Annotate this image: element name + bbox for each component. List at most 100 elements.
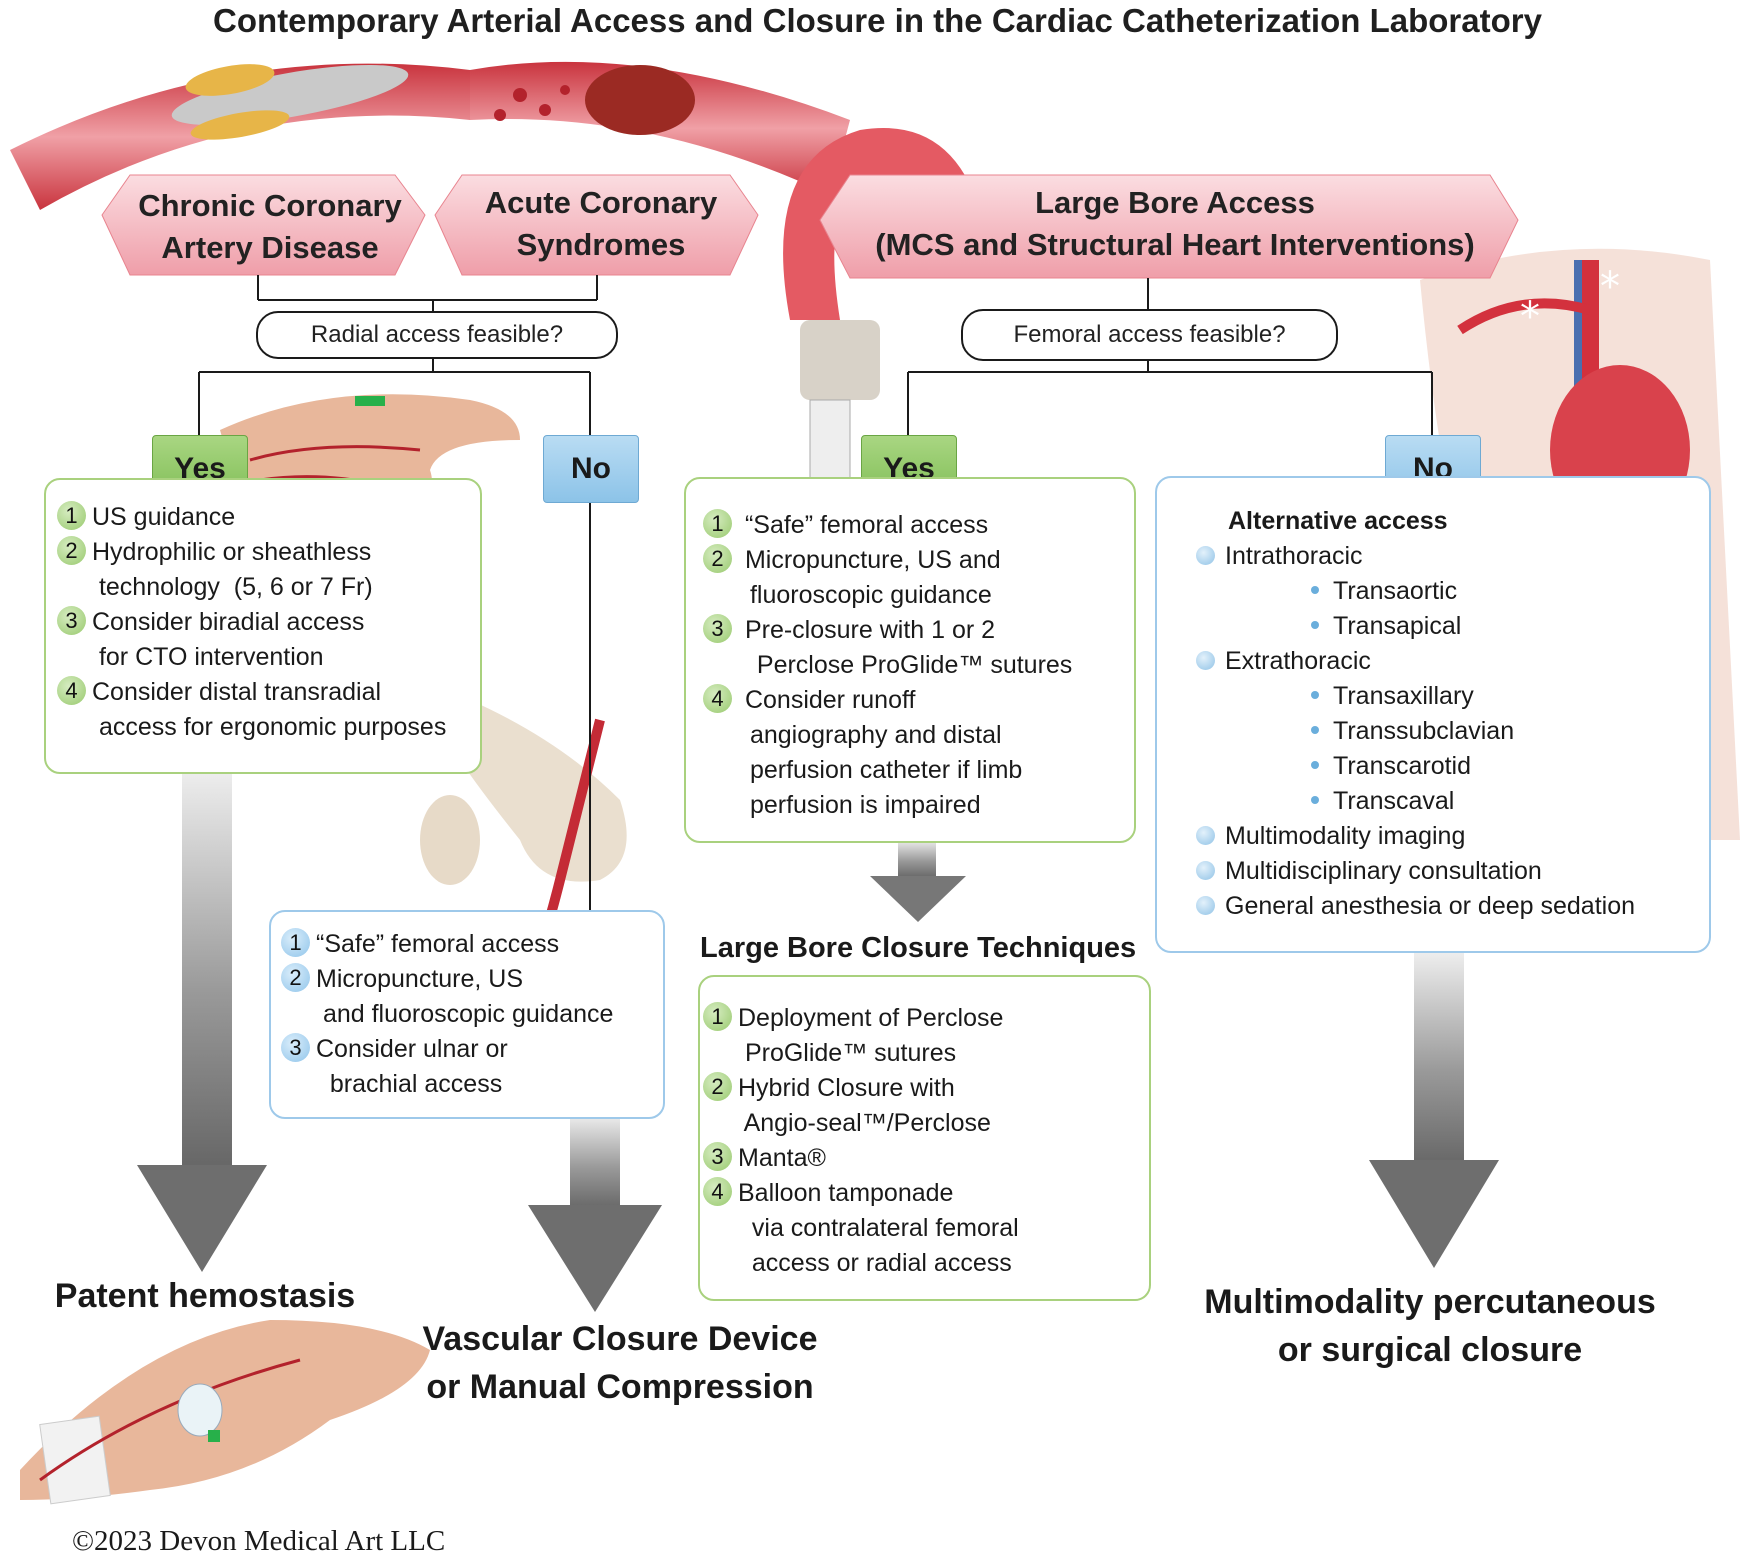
closure-item-cont: Angio-seal™/Perclose	[738, 1109, 991, 1137]
closure-box	[698, 975, 1151, 1301]
alt-sub-item: Transaortic	[1196, 574, 1635, 609]
outcome-multimodality-closure: Multimodality percutaneous or surgical c…	[1204, 1283, 1656, 1369]
radial-yes-item-text: US guidance	[92, 503, 236, 531]
femoral-yes-item-text: Micropuncture, US and	[744, 546, 1001, 574]
alt-sub-item-text: Transapical	[1333, 612, 1462, 640]
outcome-patent-hemostasis: Patent hemostasis	[54, 1277, 356, 1315]
femoral-yes-item-cont: perfusion is impaired	[743, 791, 981, 819]
closure-item-cont: ProGlide™ sutures	[738, 1039, 957, 1067]
category-acute: Acute Coronary Syndromes	[452, 182, 750, 266]
step-number: 3	[703, 614, 732, 643]
category-large-bore-label: Large Bore Access (MCS and Structural He…	[875, 185, 1475, 262]
step-number: 1	[57, 501, 86, 530]
artery-stent-illustration	[10, 63, 470, 210]
closure-item-text: Balloon tamponade	[738, 1179, 954, 1207]
closure-heading: Large Bore Closure Techniques	[700, 932, 1137, 964]
femoral-yes-box	[684, 477, 1136, 843]
closure-item-text: Hybrid Closure with	[738, 1074, 955, 1102]
step-number: 4	[57, 676, 86, 705]
alt-item: Multimodality imaging	[1196, 819, 1635, 854]
step-number: 2	[703, 1072, 732, 1101]
alt-extrathoracic: Extrathoracic	[1225, 647, 1371, 675]
radial-question: Radial access feasible?	[256, 311, 618, 359]
step-number: 4	[703, 684, 732, 713]
radial-no-item-text: Micropuncture, US	[316, 965, 524, 993]
femoral-yes-list: 1 “Safe” femoral access 2 Micropuncture,…	[703, 508, 1072, 823]
alt-sub-item: Transsubclavian	[1196, 714, 1635, 749]
femoral-yes-item: 4 Consider runoff	[703, 683, 1072, 718]
femoral-yes-item-cont: fluoroscopic guidance	[743, 581, 992, 609]
category-chronic: Chronic Coronary Artery Disease	[120, 185, 420, 269]
alt-item: Multidisciplinary consultation	[1196, 854, 1635, 889]
svg-text:*: *	[1600, 264, 1620, 310]
radial-yes-item-cont: access for ergonomic purposes	[92, 713, 447, 741]
dot-icon	[1311, 726, 1319, 734]
connector-lines-radial	[198, 275, 598, 910]
femoral-yes-item-text: “Safe” femoral access	[744, 511, 989, 539]
step-number: 3	[703, 1142, 732, 1171]
alt-sub-item: Transaxillary	[1196, 679, 1635, 714]
closure-item-cont: access or radial access	[738, 1249, 1012, 1277]
hex-large-bore	[819, 174, 1519, 279]
alt-sub-item-text: Transaortic	[1333, 577, 1458, 605]
alt-sub-item-text: Transcaval	[1333, 787, 1455, 815]
category-large-bore: Large Bore Access (MCS and Structural He…	[860, 182, 1490, 266]
bullet-icon	[1196, 861, 1215, 880]
alt-item: Intrathoracic	[1196, 539, 1635, 574]
step-number: 1	[703, 509, 732, 538]
alt-item-text: General anesthesia or deep sedation	[1225, 892, 1636, 920]
page-title: Contemporary Arterial Access and Closure…	[213, 2, 1542, 39]
bullet-icon	[1196, 826, 1215, 845]
step-number: 4	[703, 1177, 732, 1206]
closure-item-text: Manta®	[738, 1144, 826, 1172]
dot-icon	[1311, 761, 1319, 769]
closure-item-cont: via contralateral femoral	[738, 1214, 1019, 1242]
step-number: 2	[57, 536, 86, 565]
radial-no-item: 1“Safe” femoral access	[281, 927, 613, 962]
radial-yes-box	[44, 478, 482, 774]
dot-icon	[1311, 621, 1319, 629]
step-number: 3	[57, 606, 86, 635]
alt-sub-item: Transcaval	[1196, 784, 1635, 819]
alt-sub-item: Transcarotid	[1196, 749, 1635, 784]
arrow-closure	[870, 840, 966, 922]
alt-sub-item-text: Transaxillary	[1333, 682, 1474, 710]
femoral-yes-item-cont: perfusion catheter if limb	[743, 756, 1023, 784]
alt-sub-item: Transapical	[1196, 609, 1635, 644]
radial-yes-item-cont: for CTO intervention	[92, 643, 324, 671]
femoral-yes-item-cont: Perclose ProGlide™ sutures	[743, 651, 1073, 679]
femoral-yes-item: 2 Micropuncture, US and	[703, 543, 1072, 578]
svg-text:*: *	[1520, 294, 1540, 340]
femoral-no-box	[1155, 476, 1711, 953]
alt-sub-item-text: Transsubclavian	[1333, 717, 1515, 745]
radial-no-item-cont: and fluoroscopic guidance	[316, 1000, 614, 1028]
femoral-yes-item-text: Pre-closure with 1 or 2	[744, 616, 996, 644]
bullet-icon	[1196, 651, 1215, 670]
copyright-notice: ©2023 Devon Medical Art LLC	[72, 1525, 446, 1557]
hex-chronic	[101, 174, 426, 276]
radial-yes-item-text: Hydrophilic or sheathless	[92, 538, 372, 566]
dot-icon	[1311, 796, 1319, 804]
femoral-yes-item-text: Consider runoff	[744, 686, 916, 714]
alternative-access-heading: Alternative access	[1228, 507, 1448, 535]
radial-no-tab: No	[543, 435, 639, 503]
radial-yes-item-text: Consider distal transradial	[92, 678, 382, 706]
step-number: 1	[703, 1002, 732, 1031]
alt-intrathoracic: Intrathoracic	[1225, 542, 1363, 570]
radial-no-box	[269, 910, 665, 1119]
dot-icon	[1311, 586, 1319, 594]
alt-item-text: Multidisciplinary consultation	[1225, 857, 1542, 885]
radial-yes-item-text: Consider biradial access	[92, 608, 365, 636]
radial-yes-item-cont: technology (5, 6 or 7 Fr)	[92, 573, 373, 601]
alt-item-text: Multimodality imaging	[1225, 822, 1466, 850]
bullet-icon	[1196, 896, 1215, 915]
